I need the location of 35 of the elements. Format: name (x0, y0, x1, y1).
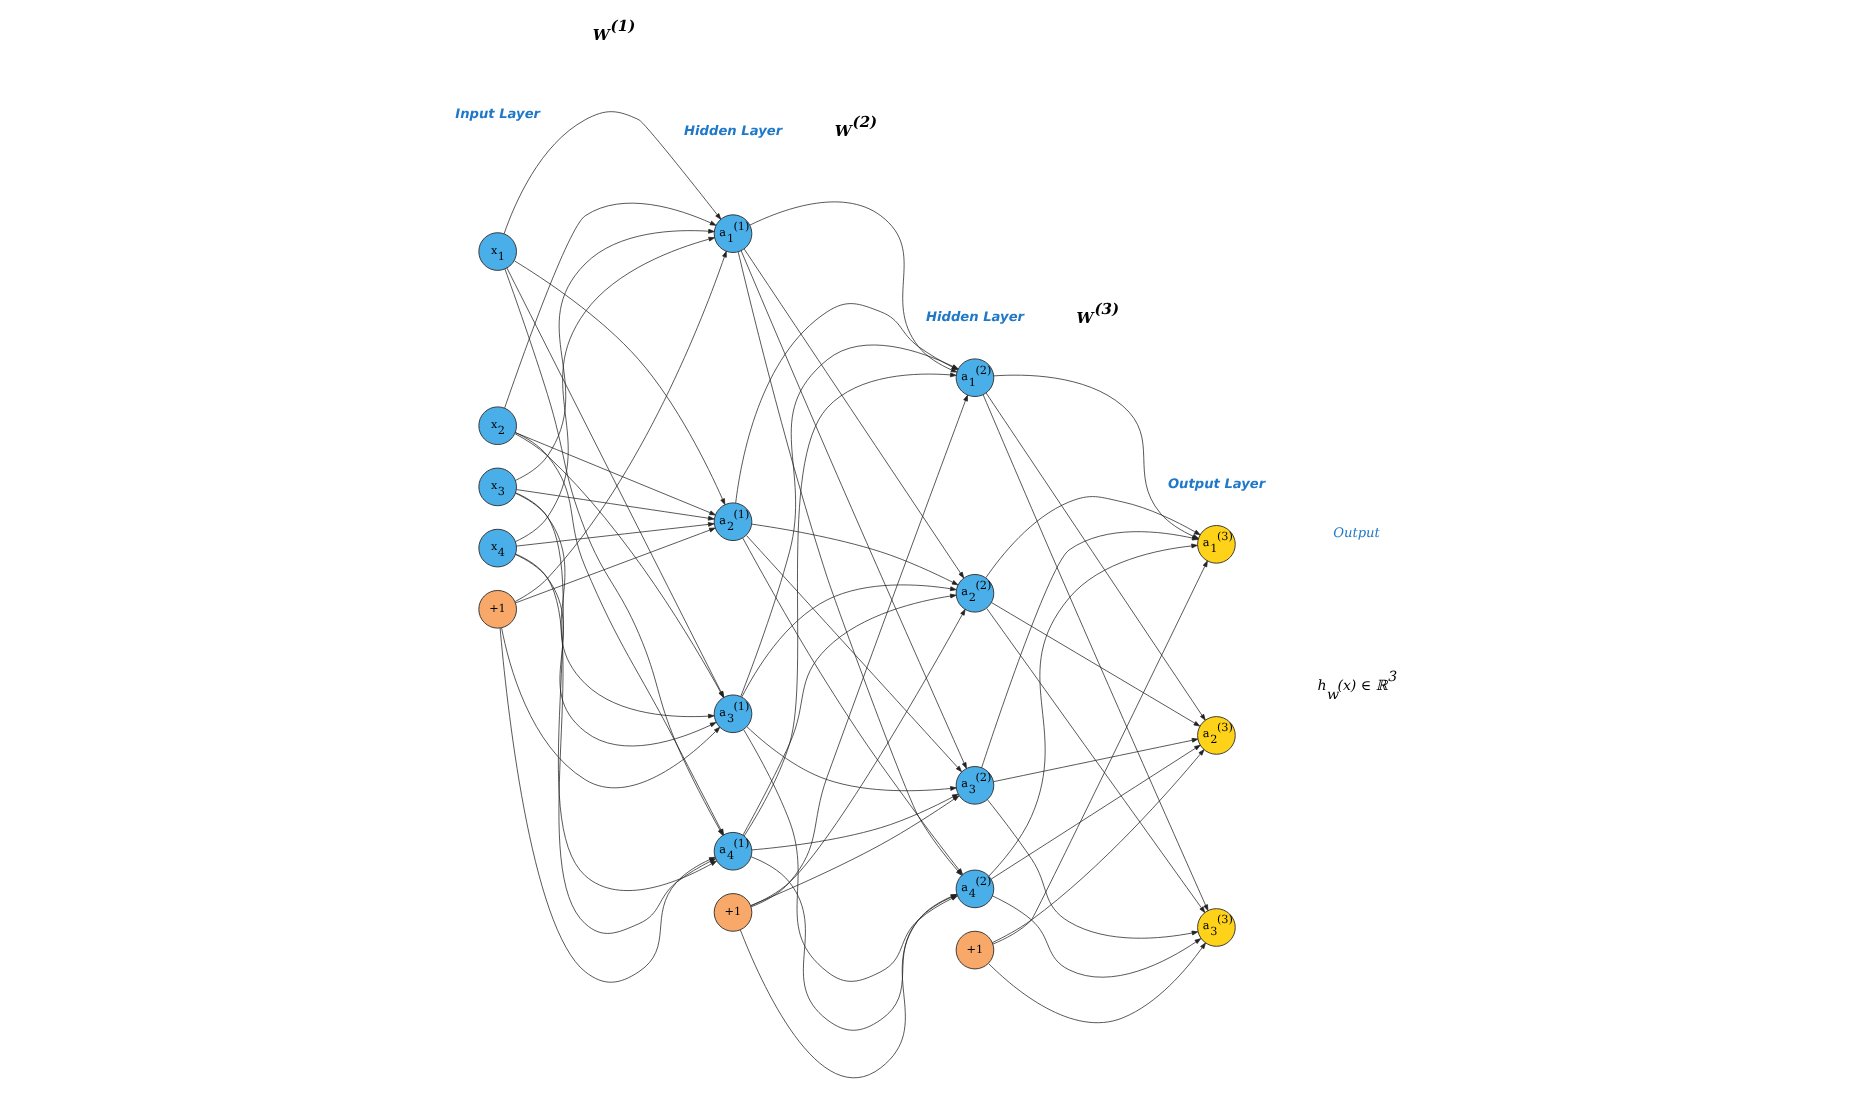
arrow (746, 535, 962, 773)
arrow (982, 394, 1209, 911)
arrow (743, 248, 965, 579)
arrow (743, 372, 957, 837)
arrow (751, 793, 959, 851)
arrow (516, 489, 715, 521)
arrow (515, 527, 716, 604)
arrow (515, 236, 715, 542)
arrow (514, 260, 726, 505)
arrow (991, 602, 1201, 727)
arrow (742, 593, 957, 836)
arrow (515, 432, 716, 516)
arrow (746, 726, 957, 792)
arrow (503, 111, 722, 235)
arrow (985, 392, 1206, 721)
arrow (993, 737, 1199, 783)
arrow (515, 554, 717, 747)
arrow (504, 202, 717, 409)
arrow (740, 250, 967, 769)
arrow (741, 584, 957, 698)
arrow (501, 627, 721, 788)
arrow (988, 942, 1206, 1024)
arrow (992, 749, 1205, 943)
arrow (990, 744, 1201, 880)
arrow (514, 251, 727, 602)
arrow (992, 560, 1208, 945)
arrow (750, 394, 968, 908)
arrow (751, 523, 959, 586)
arrow (515, 492, 715, 719)
arrow (516, 522, 715, 547)
arrow (987, 799, 1199, 939)
arrow (986, 608, 1206, 913)
arrow (515, 228, 715, 481)
arrow (988, 543, 1198, 877)
arrow (992, 895, 1202, 978)
